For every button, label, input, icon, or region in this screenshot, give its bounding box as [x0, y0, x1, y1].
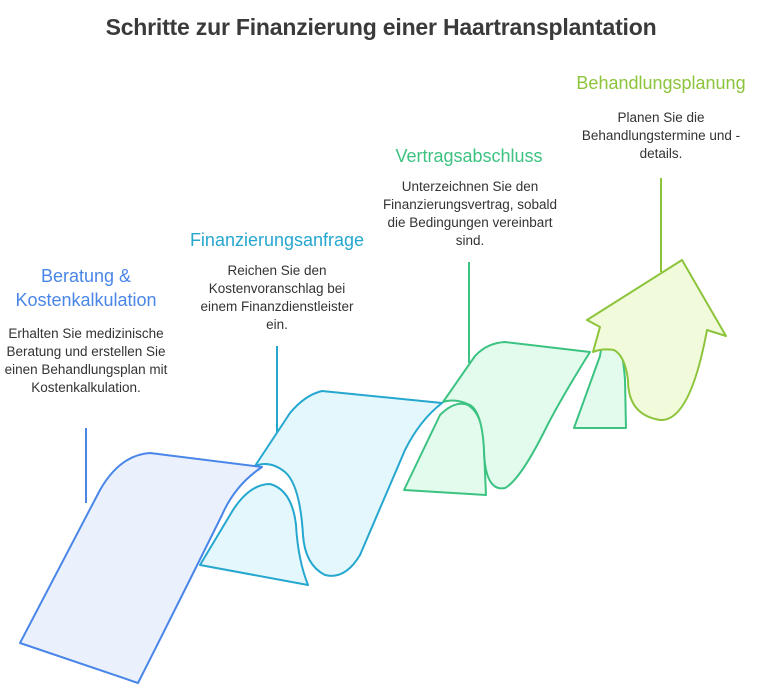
- step-2-title: Finanzierungsanfrage: [189, 230, 365, 250]
- step-1-title: Beratung & Kostenkalkulation: [15, 266, 157, 310]
- step-4-arrow-head: [586, 259, 727, 422]
- step-3-description: Unterzeichnen Sie den Finanzierungsvertr…: [382, 179, 558, 248]
- step-4-description: Planen Sie die Behandlungstermine und -d…: [581, 110, 741, 161]
- step-4-title: Behandlungsplanung: [576, 73, 746, 93]
- step-1-description: Erhalten Sie medizinische Beratung und e…: [4, 326, 168, 395]
- step-1-ribbon: [19, 452, 263, 684]
- diagram-title: Schritte zur Finanzierung einer Haartran…: [105, 14, 657, 40]
- step-3-ribbon: [442, 341, 591, 490]
- step-2-ribbon-tail: [199, 483, 309, 586]
- step-3-title: Vertragsabschluss: [395, 146, 543, 166]
- step-2-ribbon: [254, 390, 443, 577]
- step-2-description: Reichen Sie den Kostenvoranschlag bei ei…: [200, 263, 354, 332]
